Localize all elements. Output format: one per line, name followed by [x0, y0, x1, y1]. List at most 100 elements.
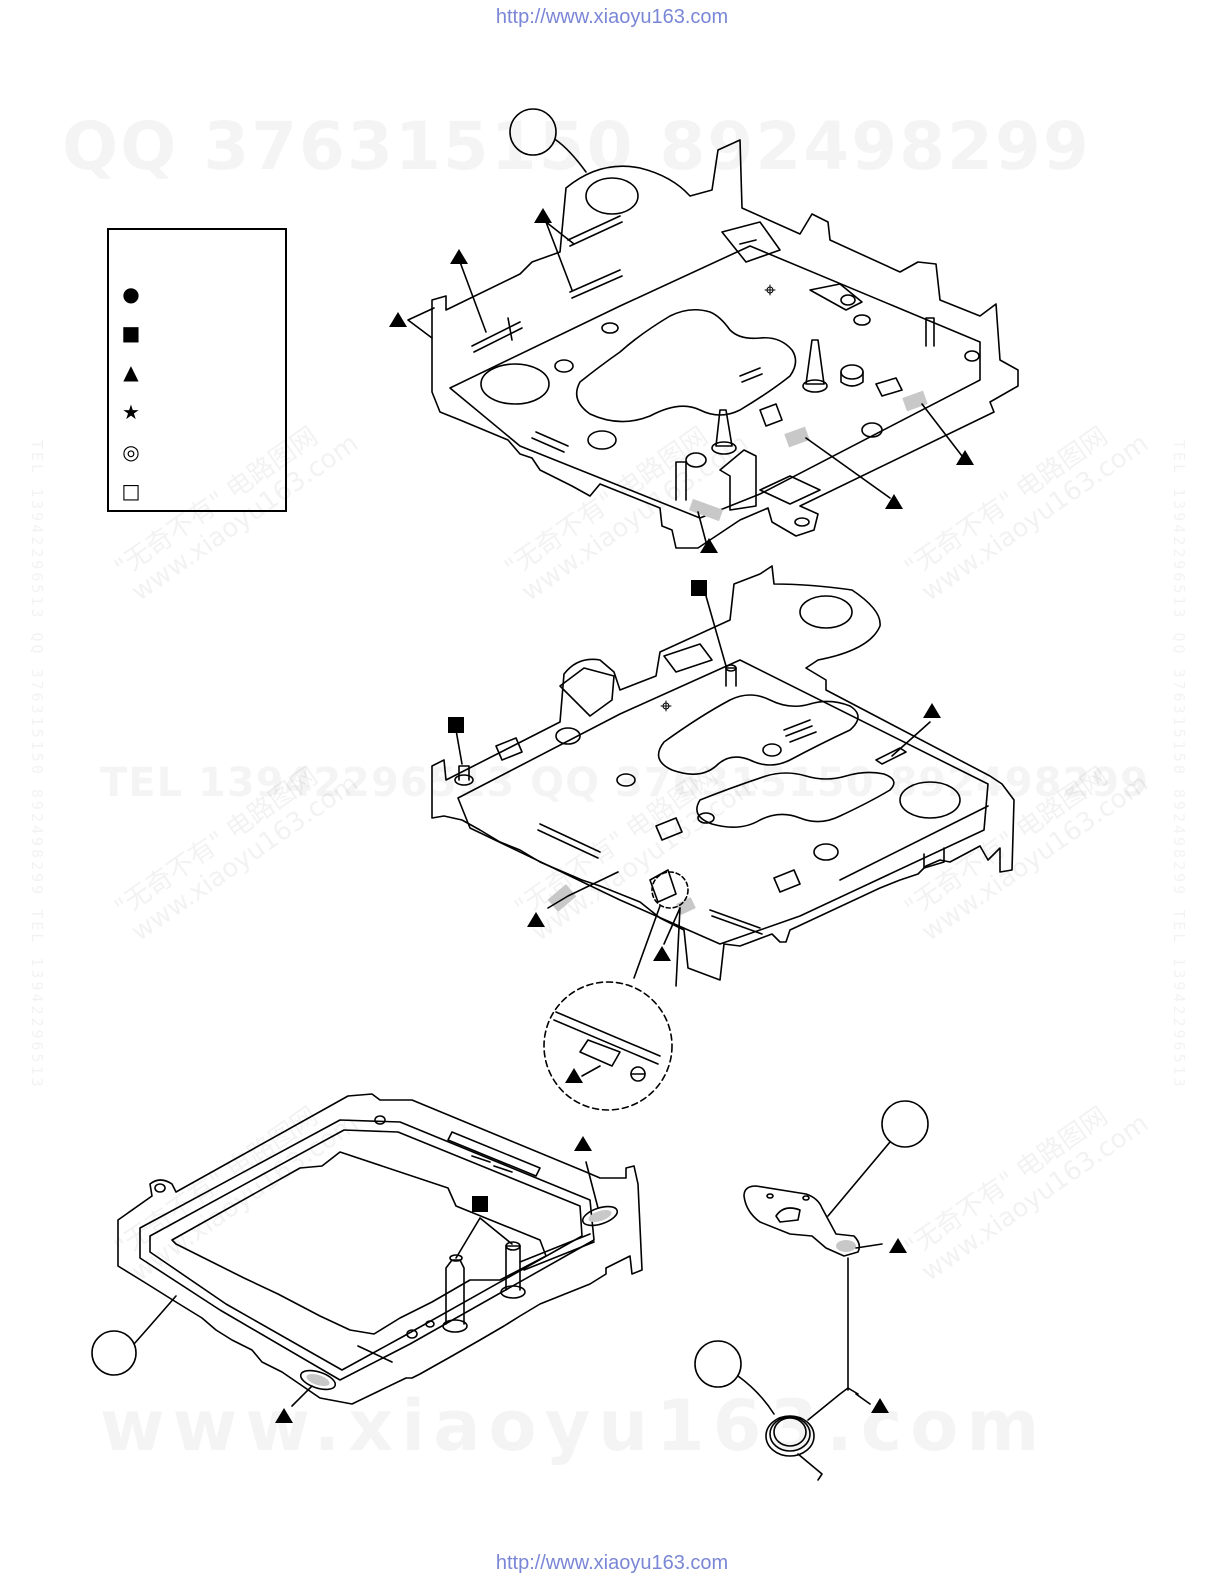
- filled-square-icon: [472, 1196, 488, 1212]
- filled-triangle-icon: [534, 208, 552, 223]
- top-chassis-floor-edge: [449, 245, 981, 519]
- leader-line: [891, 721, 931, 757]
- watermark-qq: QQ 376315150 892498299: [62, 108, 1091, 185]
- top-chassis-hole: [964, 350, 980, 362]
- middle-chassis-tab: [923, 847, 945, 869]
- top-chassis-cylinder-body: [840, 371, 864, 387]
- leader-line: [921, 403, 963, 457]
- middle-chassis-hole: [697, 812, 715, 824]
- bottom-frame-shaft: [505, 1245, 521, 1291]
- detail-edge-line: [553, 1011, 661, 1065]
- top-chassis-slot: [875, 377, 903, 397]
- part-callout-circle: [881, 1100, 929, 1148]
- bottom-frame-highlight: [306, 1373, 330, 1387]
- middle-chassis-latch: [649, 869, 677, 903]
- footer-url[interactable]: http://www.xiaoyu163.com: [495, 1552, 729, 1574]
- bottom-frame-outline: [117, 1093, 643, 1405]
- filled-triangle-icon: [889, 1238, 907, 1253]
- star-icon: ★: [122, 400, 140, 424]
- top-chassis-hole: [853, 314, 871, 326]
- leader-line: [697, 511, 707, 543]
- middle-chassis-pin-base: [454, 774, 474, 786]
- top-chassis-post-base: [711, 441, 737, 455]
- top-chassis-center-cutout: [575, 308, 797, 423]
- torsion-spring: [765, 1387, 859, 1481]
- top-chassis-highlight: [688, 498, 724, 522]
- top-chassis-guide-rail: [471, 317, 523, 353]
- bottom-frame-slot: [471, 1155, 513, 1173]
- middle-chassis-pin-top: [725, 664, 737, 672]
- top-chassis-bracket: [719, 449, 757, 511]
- middle-chassis-rail: [783, 719, 817, 743]
- middle-chassis-bracket: [663, 643, 713, 673]
- middle-chassis-hole: [813, 843, 839, 861]
- middle-chassis-highlight: [676, 897, 696, 915]
- middle-chassis-center-cutout: [657, 694, 859, 775]
- center-marks: [660, 284, 776, 712]
- filled-triangle-icon: [450, 249, 468, 264]
- leader-line: [827, 1141, 891, 1217]
- bottom-frame-hole: [425, 1320, 435, 1328]
- top-chassis-highlight: [784, 426, 810, 448]
- top-chassis-slot: [739, 367, 763, 383]
- middle-chassis-slot: [495, 737, 523, 761]
- top-chassis-bracket: [721, 221, 781, 263]
- middle-chassis-right-hole: [899, 781, 961, 819]
- filled-triangle-icon: ▲: [123, 360, 139, 384]
- leader-line: [663, 907, 681, 945]
- top-chassis-arm: [809, 283, 863, 311]
- header-url[interactable]: http://www.xiaoyu163.com: [495, 6, 729, 28]
- top-chassis-post-base: [802, 379, 828, 393]
- bottom-frame: [117, 1093, 643, 1405]
- middle-chassis-floor-edge: [457, 659, 989, 945]
- leader-line: [133, 1295, 177, 1345]
- square-markers: [448, 580, 707, 1212]
- filled-triangle-icon: [956, 450, 974, 465]
- leader-line: [633, 905, 681, 987]
- bottom-frame-slot: [447, 1131, 541, 1177]
- middle-chassis-hole: [762, 743, 782, 757]
- top-chassis-hole: [601, 322, 619, 334]
- center-mark: [764, 284, 776, 296]
- triangle-markers: [275, 208, 974, 1423]
- part-callout-circle: [694, 1340, 742, 1388]
- filled-circle-icon: ●: [122, 282, 140, 306]
- middle-chassis: [431, 565, 1015, 981]
- filled-square-icon: [448, 717, 464, 733]
- filled-triangle-icon: [885, 494, 903, 509]
- bottom-frame-hole: [406, 1329, 418, 1339]
- leader-line: [545, 221, 575, 291]
- middle-chassis-frame-edge: [839, 805, 989, 881]
- bottom-frame-shaft-top: [449, 1254, 463, 1262]
- leader-line: [455, 729, 463, 765]
- leader-line: [455, 1217, 513, 1259]
- leader-line: [459, 261, 487, 333]
- top-chassis-hole: [554, 359, 574, 373]
- filled-square-icon: ■: [121, 321, 141, 345]
- middle-chassis-outline: [431, 565, 1015, 981]
- leader-line: [555, 139, 587, 173]
- bottom-frame-inner-rim: [139, 1119, 595, 1381]
- double-circle-icon: ◎: [122, 440, 140, 464]
- spring-coil: [773, 1417, 807, 1447]
- small-lever-hole: [802, 1195, 810, 1201]
- small-lever-slot: [775, 1207, 801, 1223]
- small-lever-hole: [766, 1193, 774, 1199]
- middle-chassis-slot: [709, 909, 763, 935]
- small-lever-outline: [743, 1185, 861, 1257]
- top-chassis-slot: [531, 431, 569, 453]
- middle-chassis-pin: [458, 765, 470, 781]
- leader-line: [705, 595, 727, 667]
- leader-line: [291, 1385, 313, 1407]
- bottom-frame-hole: [154, 1183, 166, 1193]
- leader-line: [407, 307, 435, 339]
- middle-chassis-highlight: [547, 884, 577, 912]
- top-chassis-plate-hole: [585, 177, 639, 215]
- filled-triangle-icon: [923, 703, 941, 718]
- spring-arm: [797, 1453, 823, 1481]
- bottom-frame-slot-left: [299, 1369, 337, 1391]
- top-chassis-frame: [759, 475, 821, 505]
- watermark-side-right: TEL 13942296513 QQ 376315150 892498299 T…: [1170, 440, 1188, 1090]
- top-chassis-outline: [431, 139, 1019, 549]
